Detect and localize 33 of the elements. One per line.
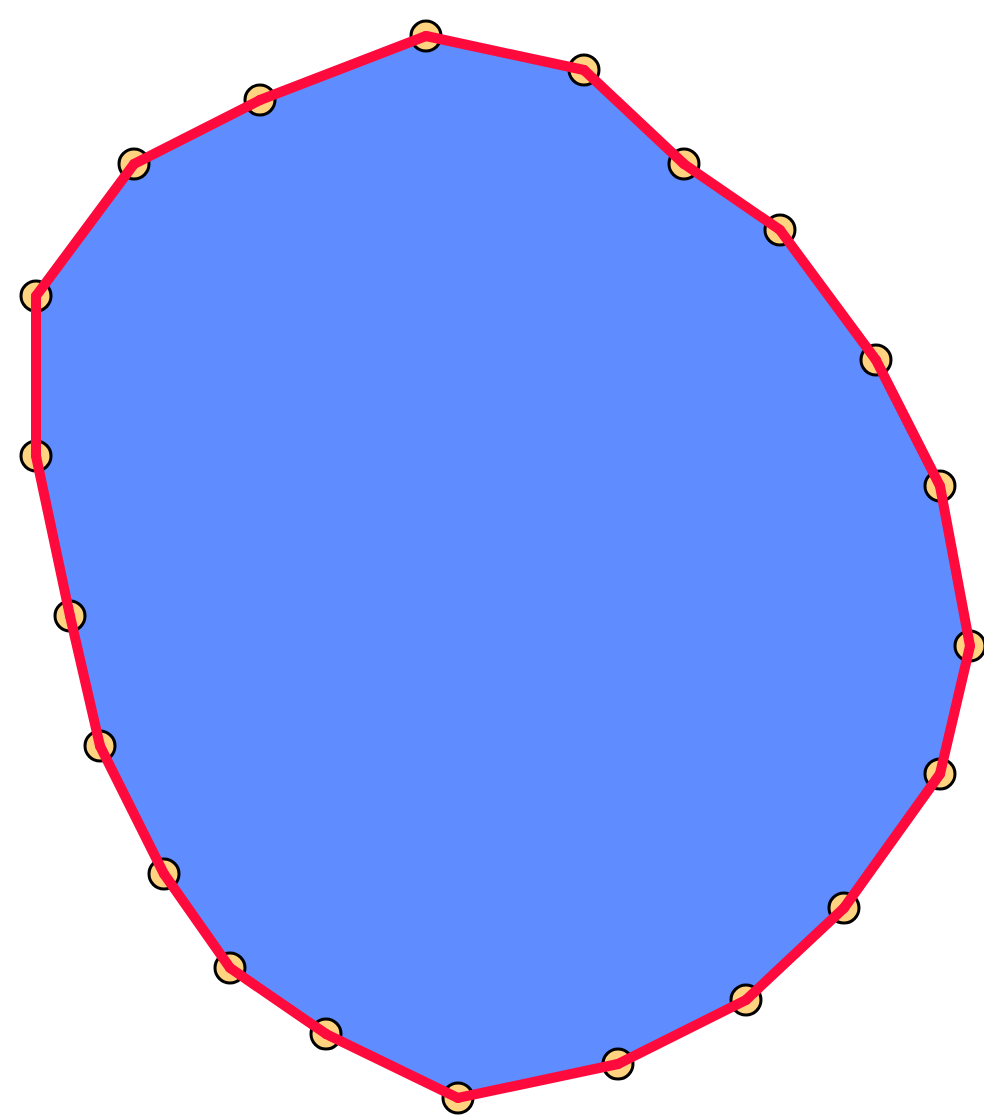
hull-edge bbox=[741, 903, 849, 1005]
point-marker bbox=[83, 729, 117, 763]
point-marker bbox=[859, 343, 893, 377]
point-marker bbox=[147, 857, 181, 891]
point-marker bbox=[953, 629, 984, 663]
hull-edge bbox=[679, 159, 785, 235]
hull-edge bbox=[871, 355, 945, 491]
point-marker bbox=[601, 1047, 635, 1081]
point-marker bbox=[923, 469, 957, 503]
point-marker bbox=[409, 19, 443, 53]
hull-edge bbox=[775, 225, 881, 365]
hull-edge bbox=[31, 159, 139, 301]
hull-edge bbox=[225, 963, 331, 1039]
point-marker bbox=[667, 147, 701, 181]
point-marker bbox=[729, 983, 763, 1017]
point-marker bbox=[763, 213, 797, 247]
hull-edge bbox=[321, 1029, 463, 1103]
hull-edge bbox=[159, 869, 235, 973]
point-marker bbox=[243, 83, 277, 117]
point-marker bbox=[117, 147, 151, 181]
point-marker bbox=[309, 1017, 343, 1051]
hull-edge bbox=[255, 31, 431, 105]
point-marker bbox=[567, 53, 601, 87]
point-marker bbox=[827, 891, 861, 925]
point-marker bbox=[53, 599, 87, 633]
hull-edge bbox=[579, 65, 689, 169]
hull-edge bbox=[95, 741, 169, 879]
point-marker bbox=[441, 1081, 475, 1115]
hull-edge bbox=[613, 995, 751, 1069]
point-marker bbox=[213, 951, 247, 985]
hull-edge bbox=[839, 769, 945, 913]
hull-edge bbox=[129, 95, 265, 169]
point-marker bbox=[923, 757, 957, 791]
